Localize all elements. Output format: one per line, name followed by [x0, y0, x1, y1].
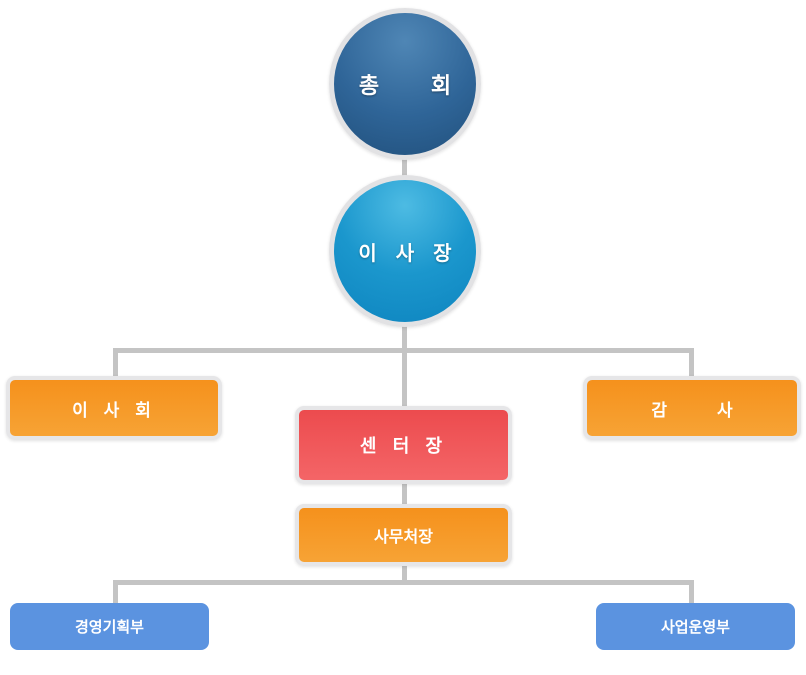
connector-to-operations: [689, 580, 694, 604]
connector-chairman-down: [402, 325, 407, 408]
node-general-assembly: 총 회: [329, 8, 481, 160]
node-general-assembly-label: 총 회: [358, 74, 474, 99]
node-secretary-general: 사무처장: [295, 504, 512, 566]
node-center-director-label: 센 터 장: [359, 436, 448, 457]
node-auditor-label: 감 사: [651, 400, 755, 421]
connector-office-down: [402, 564, 407, 584]
node-operations-dept: 사업운영부: [596, 603, 795, 650]
connector-horizontal-top: [113, 348, 694, 353]
connector-to-auditor: [689, 348, 694, 378]
node-board-of-directors: 이 사 회: [6, 376, 222, 440]
connector-center-office: [402, 482, 407, 506]
node-planning-dept: 경영기획부: [10, 603, 209, 650]
node-center-director: 센 터 장: [295, 406, 512, 484]
connector-to-planning: [113, 580, 118, 604]
connector-to-board: [113, 348, 118, 378]
node-planning-dept-label: 경영기획부: [74, 618, 144, 636]
connector-horizontal-bottom: [113, 580, 694, 585]
node-chairman: 이 사 장: [329, 175, 481, 327]
connector-assembly-chairman: [402, 158, 407, 178]
node-secretary-general-label: 사무처장: [374, 527, 433, 546]
node-board-label: 이 사 회: [72, 400, 156, 421]
node-auditor: 감 사: [583, 376, 801, 440]
node-chairman-label: 이 사 장: [358, 240, 458, 265]
node-operations-dept-label: 사업운영부: [660, 618, 730, 636]
